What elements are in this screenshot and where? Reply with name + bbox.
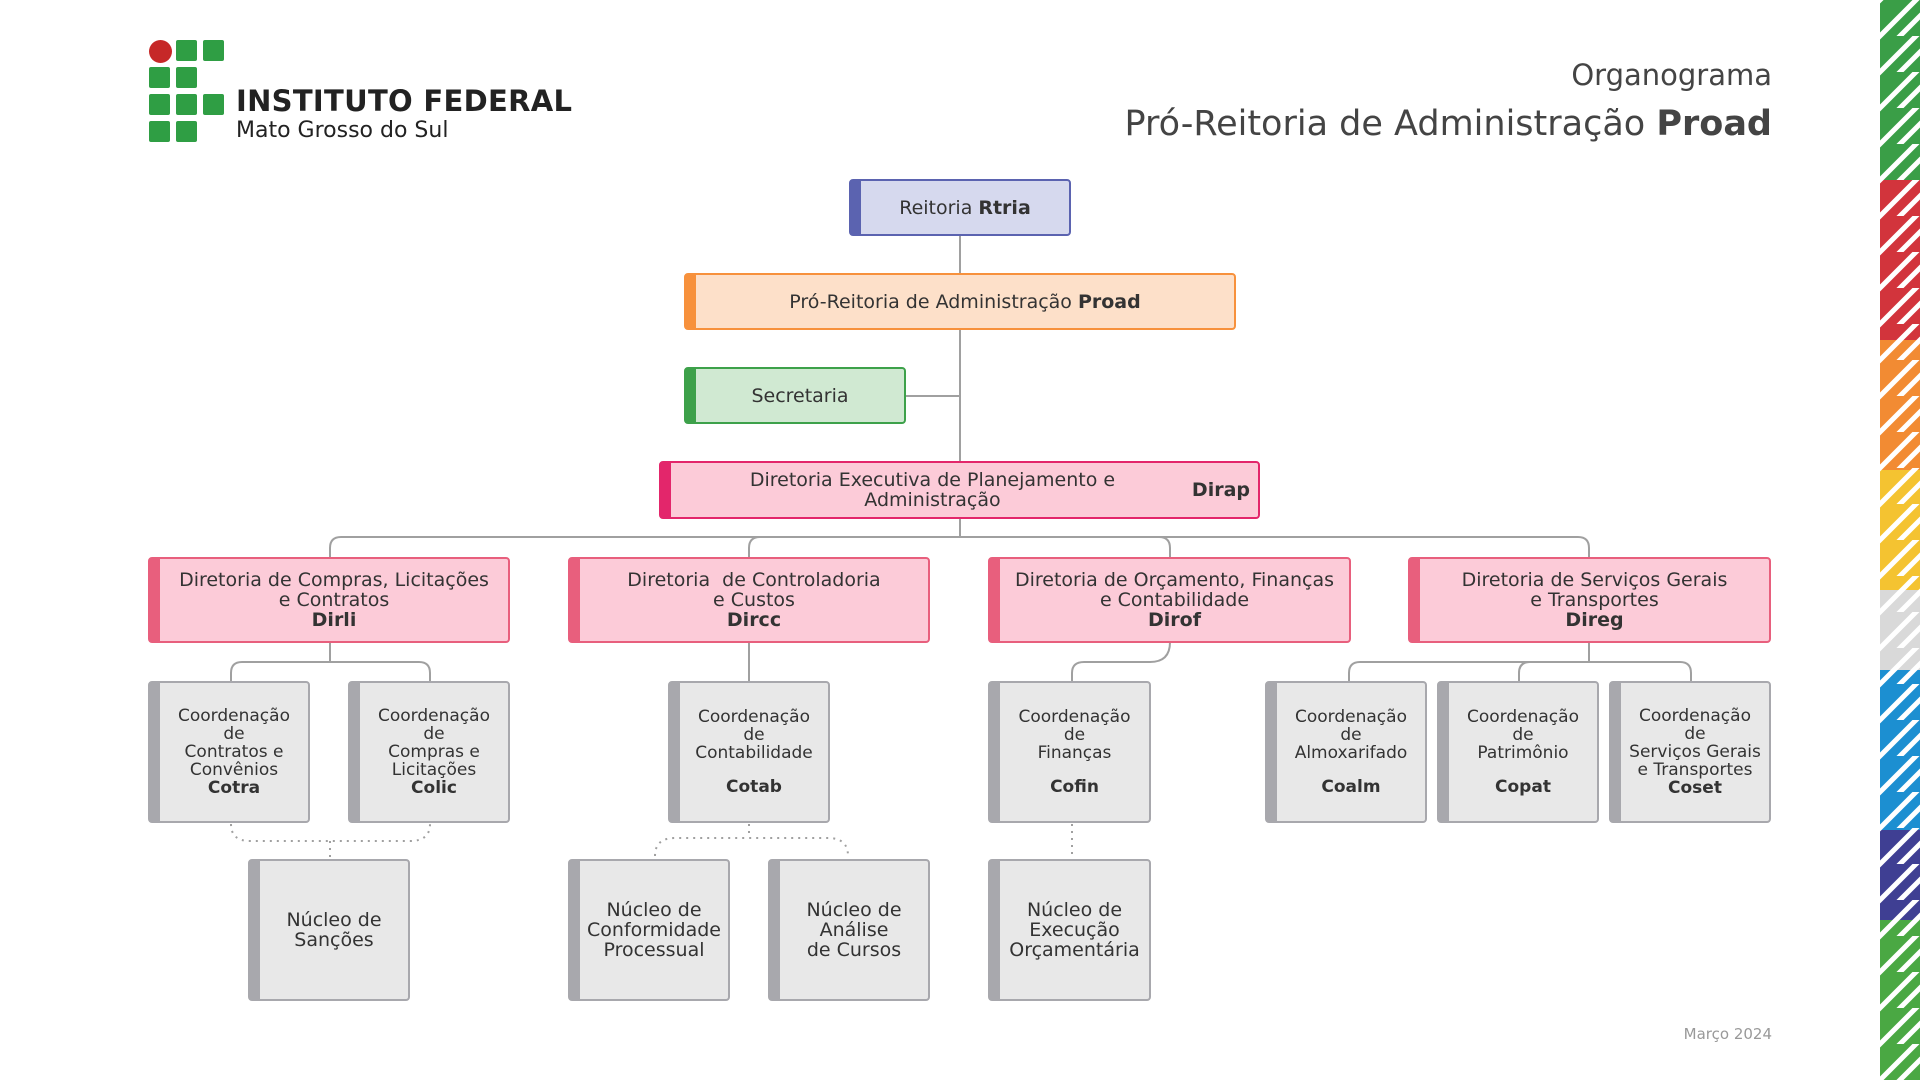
- node-abbr: Dirli: [311, 609, 357, 631]
- logo-square: [203, 40, 224, 61]
- node-name: Diretoria Executiva de Planejamento e Ad…: [749, 469, 1116, 511]
- node-line: Coordenação de: [1018, 707, 1131, 745]
- node-line: Núcleo de: [286, 909, 382, 931]
- node-line: Sanções: [294, 929, 374, 951]
- dirli-branch: [230, 642, 431, 682]
- logo-square: [203, 94, 224, 115]
- logo-square: [149, 121, 170, 142]
- node-line: Diretoria de Serviços Gerais: [1461, 569, 1728, 591]
- node-line: Conformidade: [587, 919, 721, 941]
- node-line: Coordenação de: [378, 706, 490, 744]
- dirli-nucleo-dotted: [230, 823, 431, 860]
- node-nucleo-sancoes: Núcleo de Sanções: [248, 859, 410, 1001]
- node-line: Coordenação de: [698, 707, 810, 745]
- node-line: Patrimônio: [1477, 743, 1569, 763]
- date-label: Março 2024: [1683, 1025, 1772, 1043]
- header-title-text: Pró-Reitoria de Administração: [1124, 104, 1646, 144]
- brand-text: INSTITUTO FEDERAL Mato Grosso do Sul: [236, 84, 572, 144]
- node-name: Reitoria: [899, 196, 973, 219]
- node-nucleo-execucao: Núcleo de Execução Orçamentária: [988, 859, 1151, 1001]
- node-nucleo-cursos: Núcleo de Análise de Cursos: [768, 859, 930, 1001]
- header-title-abbr: Proad: [1656, 104, 1772, 144]
- node-abbr: Dirap: [1191, 479, 1250, 501]
- node-line: e Contratos: [278, 589, 390, 611]
- logo-red-dot: [149, 40, 172, 63]
- logo-square: [149, 67, 170, 88]
- node-line: de Cursos: [806, 939, 902, 961]
- node-dirap: Diretoria Executiva de Planejamento e Ad…: [659, 461, 1260, 519]
- node-coset: Coordenação de Serviços Gerais e Transpo…: [1609, 681, 1771, 823]
- node-line: e Contabilidade: [1099, 589, 1250, 611]
- node-line: Coordenação de: [178, 706, 290, 744]
- node-abbr: Rtria: [978, 196, 1031, 219]
- header-title: Pró-Reitoria de Administração Proad: [1125, 104, 1772, 144]
- node-abbr: Cotab: [726, 777, 782, 797]
- node-coalm: Coordenação de Almoxarifado Coalm: [1265, 681, 1427, 823]
- node-abbr: Dirof: [1148, 609, 1201, 631]
- node-line: Núcleo de: [806, 899, 902, 921]
- node-line: Diretoria de Controladoria: [627, 569, 881, 591]
- node-line: Almoxarifado: [1294, 743, 1408, 763]
- node-name: Secretaria: [751, 384, 849, 407]
- node-line: Licitações: [391, 760, 477, 780]
- node-copat: Coordenação de Patrimônio Copat: [1437, 681, 1599, 823]
- node-abbr: Copat: [1495, 777, 1551, 797]
- node-cotab: Coordenação de Contabilidade Cotab: [668, 681, 830, 823]
- node-direg: Diretoria de Serviços Gerais e Transport…: [1408, 557, 1771, 643]
- node-abbr: Direg: [1565, 609, 1624, 631]
- header-subtitle: Organograma: [1571, 58, 1772, 92]
- node-line: e Transportes: [1530, 589, 1659, 611]
- dirof-branch: [1071, 641, 1171, 682]
- direg-branch: [1348, 642, 1692, 682]
- node-line: Coordenação de: [1639, 706, 1751, 744]
- node-line: Orçamentária: [1009, 939, 1140, 961]
- node-abbr: Cotra: [207, 778, 261, 798]
- node-abbr: Dircc: [726, 609, 782, 631]
- node-line: Núcleo de: [606, 899, 702, 921]
- node-abbr: Proad: [1077, 290, 1141, 313]
- logo-square: [149, 94, 170, 115]
- node-line: e Transportes: [1637, 760, 1753, 780]
- node-line: Coordenação de: [1295, 707, 1407, 745]
- node-line: Contabilidade: [695, 743, 813, 763]
- node-secretaria: Secretaria: [684, 367, 906, 424]
- node-line: Execução: [1029, 919, 1120, 941]
- node-nucleo-conformidade: Núcleo de Conformidade Processual: [568, 859, 730, 1001]
- node-line: Convênios: [189, 760, 279, 780]
- node-line: Análise: [819, 919, 889, 941]
- node-line: Coordenação de: [1467, 707, 1579, 745]
- logo-square: [176, 67, 197, 88]
- node-abbr: Colic: [411, 778, 457, 798]
- logo-square: [176, 40, 197, 61]
- node-line: Compras e: [388, 742, 480, 762]
- brand-campus: Mato Grosso do Sul: [236, 118, 449, 143]
- cotab-nucleo-dotted: [654, 824, 849, 857]
- node-abbr: Coalm: [1321, 777, 1381, 797]
- node-line: Diretoria de Compras, Licitações: [179, 569, 489, 591]
- directorates-bus-inner: [748, 536, 1171, 558]
- logo-square: [176, 94, 197, 115]
- node-cofin: Coordenação de Finanças Cofin: [988, 681, 1151, 823]
- node-colic: Coordenação de Compras e Licitações Coli…: [348, 681, 510, 823]
- node-name: Pró-Reitoria de Administração: [789, 290, 1072, 313]
- node-line: Finanças: [1037, 743, 1112, 763]
- logo-square: [176, 121, 197, 142]
- decorative-stripe: [1880, 0, 1920, 1080]
- node-abbr: Coset: [1668, 778, 1722, 798]
- node-line: Contratos e: [184, 742, 284, 762]
- node-cotra: Coordenação de Contratos e Convênios Cot…: [148, 681, 310, 823]
- node-dirli: Diretoria de Compras, Licitações e Contr…: [148, 557, 510, 643]
- node-line: Núcleo de: [1026, 899, 1123, 921]
- node-line: Processual: [603, 939, 705, 961]
- node-line: Serviços Gerais: [1629, 742, 1761, 762]
- node-abbr: Cofin: [1050, 777, 1099, 797]
- directorates-bus: [329, 536, 1590, 558]
- brand-name: INSTITUTO FEDERAL: [236, 84, 573, 118]
- node-line: Diretoria de Orçamento, Finanças: [1014, 569, 1334, 591]
- node-dircc: Diretoria de Controladoria e Custos Dirc…: [568, 557, 930, 643]
- node-dirof: Diretoria de Orçamento, Finanças e Conta…: [988, 557, 1351, 643]
- node-line: e Custos: [713, 589, 795, 611]
